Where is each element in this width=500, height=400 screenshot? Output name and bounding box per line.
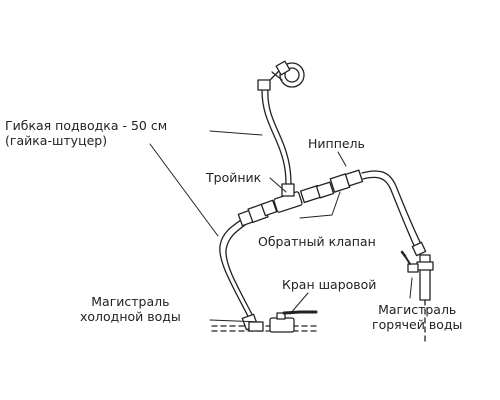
check-valve-right bbox=[329, 169, 364, 193]
ball-valve-hot bbox=[400, 250, 419, 273]
label-hot-main-line2: горячей воды bbox=[372, 317, 463, 332]
cold-main-pipe bbox=[211, 325, 321, 332]
tee-fitting bbox=[273, 183, 303, 213]
leader-lines bbox=[149, 130, 413, 323]
label-hot-main: Магистраль горячей воды bbox=[372, 302, 462, 332]
ball-valve-cold bbox=[269, 310, 318, 333]
label-cold-main-line2: холодной воды bbox=[80, 309, 181, 324]
flex-hose-left bbox=[219, 215, 264, 332]
label-hot-main-line1: Магистраль bbox=[378, 302, 457, 317]
label-ball-valve: Кран шаровой bbox=[282, 277, 377, 292]
flex-hose-right bbox=[361, 170, 427, 257]
label-flex-hose-line2: (гайка-штуцер) bbox=[5, 133, 108, 148]
label-cold-main-line1: Магистраль bbox=[91, 294, 170, 309]
check-valve-left bbox=[237, 199, 278, 227]
label-nipple: Ниппель bbox=[308, 136, 365, 151]
nipple-fitting bbox=[299, 181, 335, 204]
flex-hose-vertical bbox=[261, 89, 292, 185]
label-flex-hose-line1: Гибкая подводка - 50 см bbox=[5, 118, 168, 133]
label-tee: Тройник bbox=[206, 170, 262, 185]
toilet-inlet-valve bbox=[257, 60, 305, 91]
label-check-valve: Обратный клапан bbox=[258, 234, 376, 249]
label-flex-hose: Гибкая подводка - 50 см (гайка-штуцер) bbox=[5, 118, 167, 148]
label-cold-main: Магистраль холодной воды bbox=[80, 294, 181, 324]
